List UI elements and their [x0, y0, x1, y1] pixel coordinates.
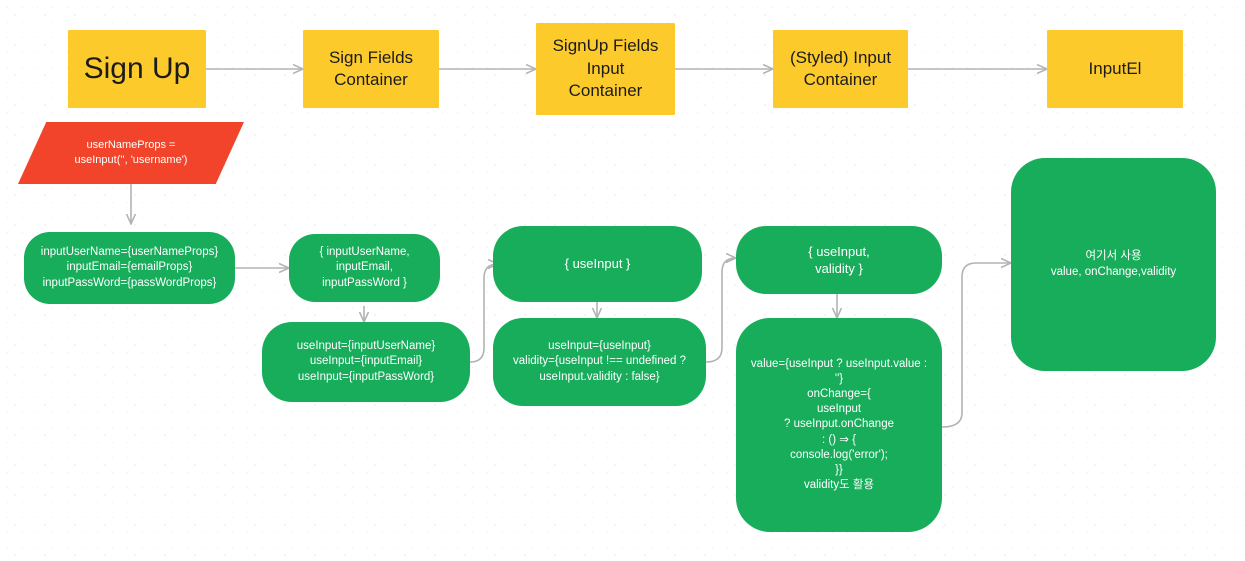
node-input-el[interactable]: InputEl: [1047, 30, 1183, 108]
node-user-name-props[interactable]: userNameProps = useInput('', 'username'): [18, 122, 244, 184]
node-styled-input-container[interactable]: (Styled) Input Container: [773, 30, 908, 108]
node-destructure-use-input[interactable]: { useInput }: [493, 226, 702, 302]
node-value-onchange-block[interactable]: value={useInput ? useInput.value : ''} o…: [736, 318, 942, 532]
edge-validity-to-destructure-validity: [705, 258, 736, 363]
node-use-input-assignments[interactable]: useInput={inputUserName} useInput={input…: [262, 322, 470, 402]
node-input-props-bundle[interactable]: inputUserName={userNameProps} inputEmail…: [24, 232, 235, 304]
node-sign-up[interactable]: Sign Up: [68, 30, 206, 108]
node-use-input-validity-props[interactable]: useInput={useInput} validity={useInput !…: [493, 318, 706, 406]
node-destructure-use-input-validity[interactable]: { useInput, validity }: [736, 226, 942, 294]
edge-value-block-to-final-usage: [941, 263, 1011, 428]
node-signup-fields-input-container[interactable]: SignUp Fields Input Container: [536, 23, 675, 115]
node-destructure-inputs[interactable]: { inputUserName, inputEmail, inputPassWo…: [289, 234, 440, 302]
node-final-usage[interactable]: 여기서 사용 value, onChange,validity: [1011, 158, 1216, 371]
node-sign-fields-container[interactable]: Sign Fields Container: [303, 30, 439, 108]
